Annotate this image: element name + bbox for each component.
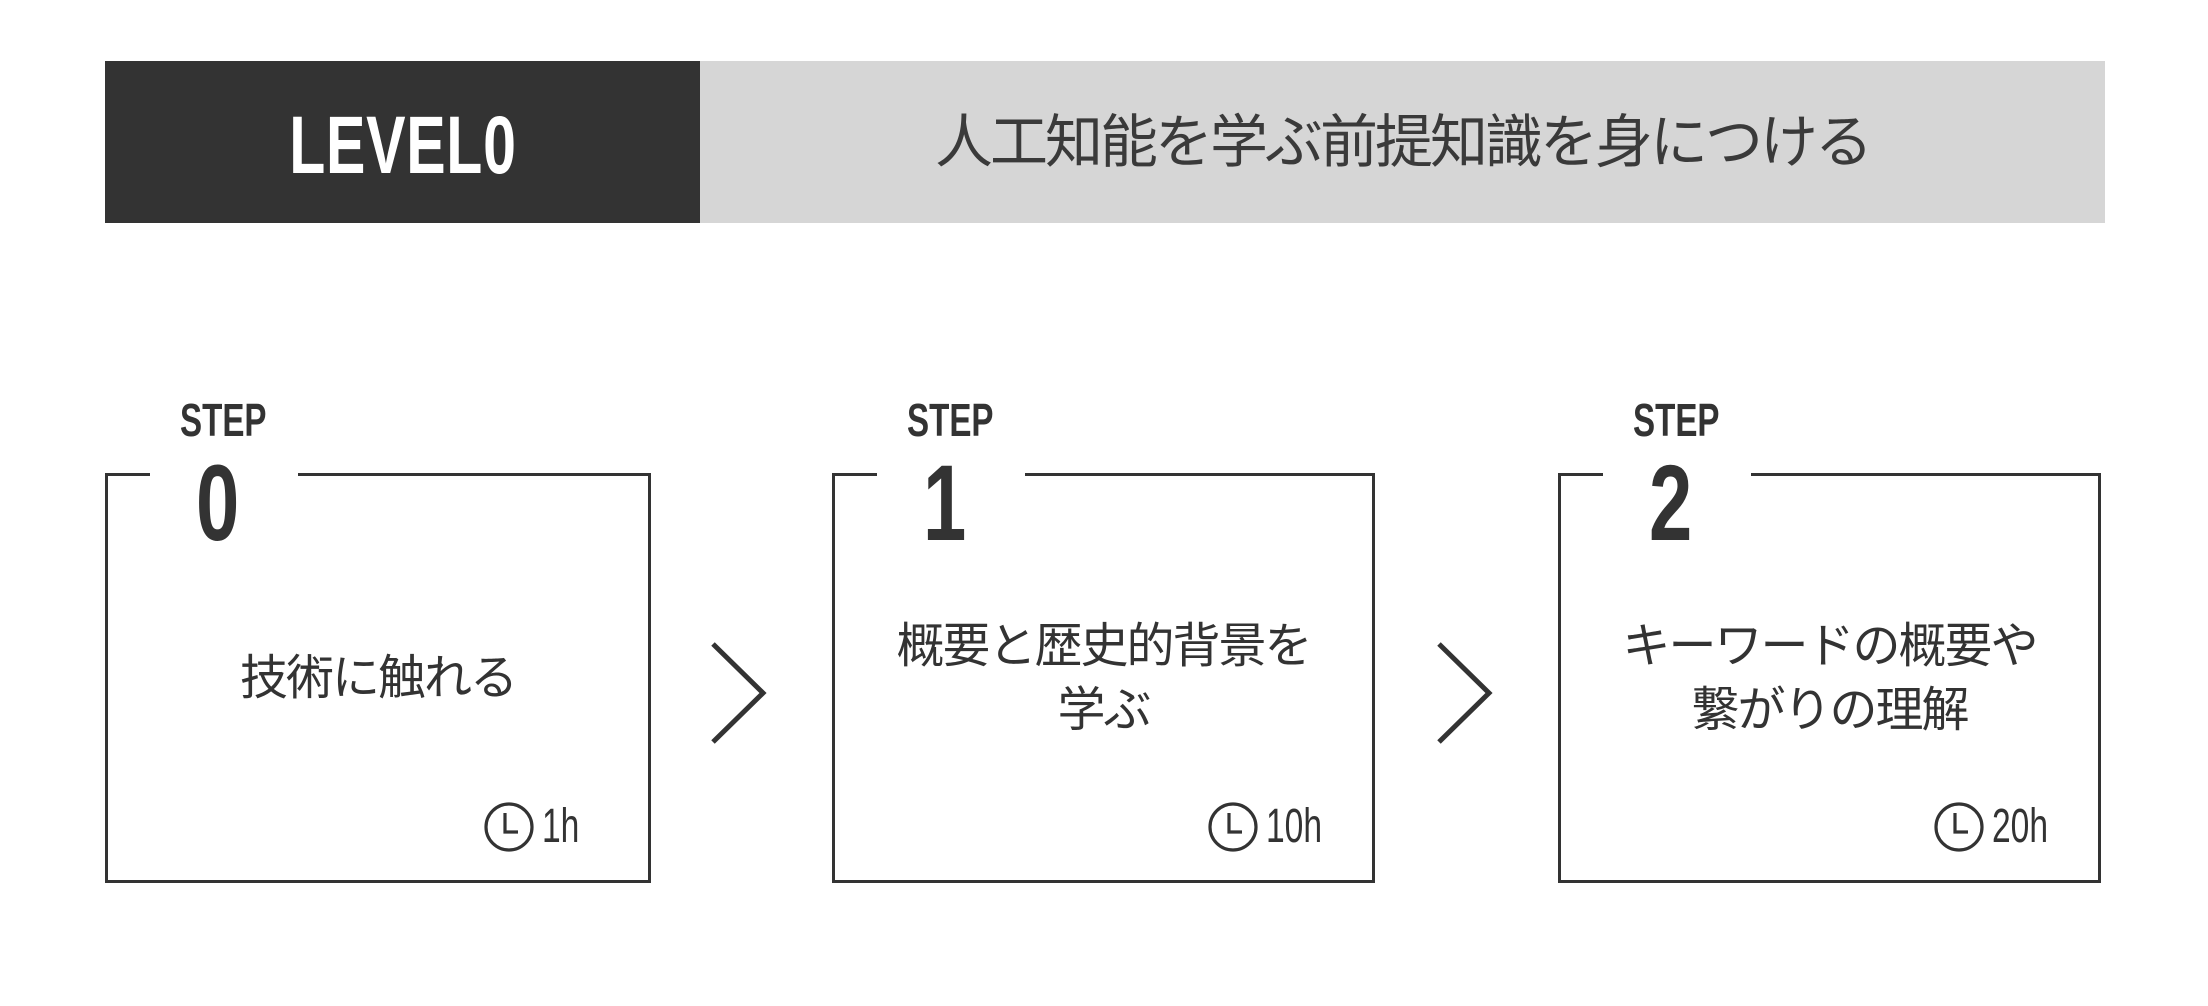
step-description: キーワードの概要や 繋がりの理解: [1622, 618, 2038, 738]
duration-value: 1h: [542, 800, 580, 853]
card-border-segment: [108, 473, 150, 476]
level-title-banner: 人工知能を学ぶ前提知識を身につける: [700, 61, 2105, 223]
step-number: 1: [923, 442, 967, 563]
step-label: STEP: [907, 394, 994, 446]
card-border-segment: [1025, 473, 1372, 476]
card-border-segment: [835, 473, 877, 476]
level-header: LEVEL0 人工知能を学ぶ前提知識を身につける: [105, 61, 2105, 223]
step-duration: 1h: [482, 800, 602, 854]
step-label: STEP: [1633, 394, 1720, 446]
duration-value: 10h: [1266, 800, 1323, 853]
card-border-segment: [1561, 473, 1603, 476]
step-card-0: STEP 0 技術に触れる 1h: [105, 397, 651, 883]
step-card-2: STEP 2 キーワードの概要や 繋がりの理解 20h: [1558, 397, 2101, 883]
clock-icon: [484, 802, 534, 852]
clock-icon: [1934, 802, 1984, 852]
clock-icon: [1208, 802, 1258, 852]
level-label: LEVEL0: [288, 100, 517, 191]
step-description: 技術に触れる: [239, 650, 518, 706]
step-duration: 10h: [1206, 800, 1326, 854]
step-number: 2: [1649, 442, 1693, 563]
step-label: STEP: [180, 394, 267, 446]
card-border-segment: [298, 473, 648, 476]
level-badge: LEVEL0: [105, 61, 700, 223]
step-number: 0: [196, 442, 240, 563]
step-duration: 20h: [1932, 800, 2052, 854]
chevron-right-icon: [1434, 640, 1494, 746]
chevron-right-icon: [708, 640, 768, 746]
duration-value: 20h: [1992, 800, 2049, 853]
step-card-1: STEP 1 概要と歴史的背景を 学ぶ 10h: [832, 397, 1375, 883]
level-title: 人工知能を学ぶ前提知識を身につける: [934, 108, 1873, 176]
card-border-segment: [1751, 473, 2098, 476]
step-description: 概要と歴史的背景を 学ぶ: [896, 618, 1312, 738]
